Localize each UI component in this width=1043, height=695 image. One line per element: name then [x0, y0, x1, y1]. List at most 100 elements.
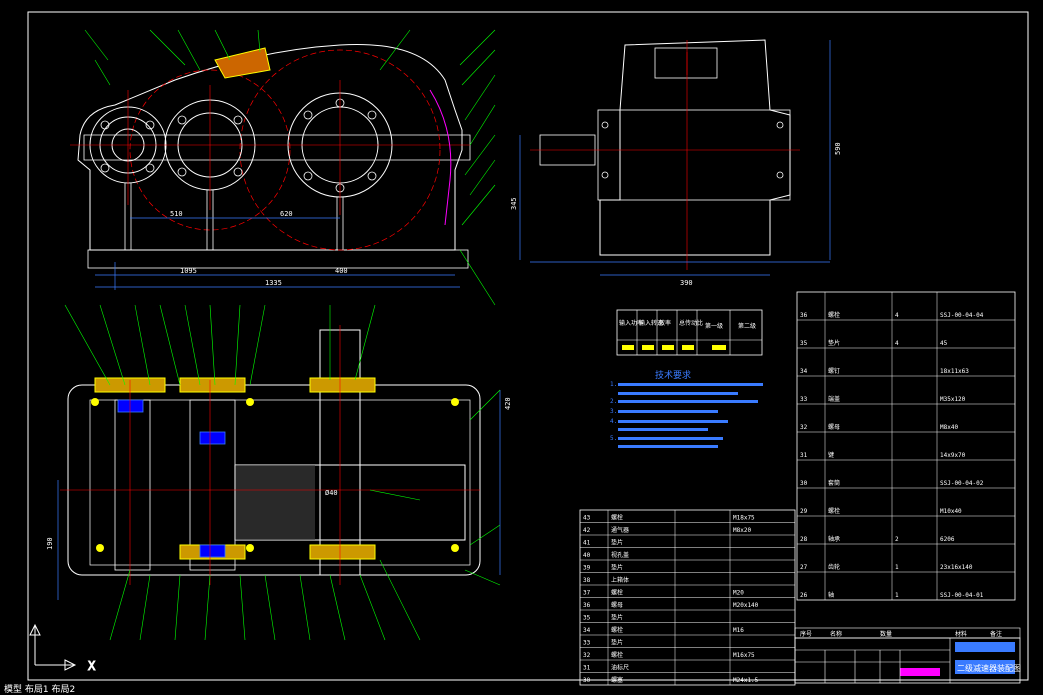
part-right-qty: 2: [895, 536, 899, 543]
part-left-no: 40: [583, 552, 591, 559]
ucs-icon: X: [29, 623, 97, 674]
part-right-std: 18x11x63: [940, 368, 969, 375]
part-right-no: 29: [800, 508, 808, 515]
part-left-name: 垫片: [611, 639, 623, 647]
part-left-name: 垫片: [611, 564, 623, 572]
part-right-name: 齿轮: [828, 563, 840, 571]
part-right-qty: 1: [895, 564, 899, 571]
part-right-name: 端盖: [828, 395, 840, 403]
part-right-no: 31: [800, 452, 808, 459]
part-left-name: 视孔盖: [611, 551, 629, 559]
part-right-std: 45: [940, 340, 948, 347]
part-left-name: 螺栓: [611, 651, 623, 659]
part-left-name: 上箱体: [611, 576, 629, 584]
front-dim-3: 1095: [180, 267, 197, 275]
part-right-std: 14x9x70: [940, 452, 966, 459]
note-4: 4.: [610, 418, 617, 425]
parts-header-no: 序号: [800, 630, 812, 638]
part-left-name: 螺母: [611, 601, 623, 609]
layout-tabs-status[interactable]: 模型 布局1 布局2: [4, 685, 76, 695]
part-left-no: 32: [583, 652, 591, 659]
front-dim-1: 510: [170, 210, 183, 218]
top-dim-2: 190: [46, 537, 54, 550]
part-right-no: 32: [800, 424, 808, 431]
part-left-no: 34: [583, 627, 591, 634]
svg-text:X: X: [88, 659, 96, 673]
part-left-no: 43: [583, 515, 591, 522]
part-right-name: 垫片: [828, 339, 840, 347]
front-dim-4: 1335: [265, 279, 282, 287]
note-5: 5.: [610, 435, 617, 442]
drawing-frame: [27, 11, 1029, 681]
part-left-name: 螺栓: [611, 626, 623, 634]
perf-h1: 输入功率: [619, 319, 643, 327]
part-right-name: 螺母: [828, 423, 840, 431]
shaft-label: Ø40: [325, 489, 338, 497]
part-left-name: 油标尺: [611, 664, 629, 672]
note-3: 3.: [610, 408, 617, 415]
parts-header-material: 材料: [955, 630, 967, 638]
part-left-no: 30: [583, 677, 591, 684]
part-right-qty: 4: [895, 340, 899, 347]
part-left-std: M18x75: [733, 515, 755, 522]
part-left-std: M24x1.5: [733, 677, 759, 684]
part-left-no: 35: [583, 615, 591, 622]
part-right-no: 34: [800, 368, 808, 375]
side-view: 345 590 390: [510, 39, 842, 287]
perf-h4: 总传动比: [679, 319, 703, 327]
part-right-qty: 1: [895, 592, 899, 599]
part-left-std: M8x20: [733, 527, 751, 534]
performance-table: 输入功率 输入转速 效率 总传动比 第一级 第二级: [616, 309, 763, 356]
part-left-no: 42: [583, 527, 591, 534]
part-right-name: 键: [828, 451, 834, 459]
part-left-name: 垫片: [611, 614, 623, 622]
part-right-std: M35x120: [940, 396, 966, 403]
title-block: 二级减速器装配图: [794, 637, 1021, 684]
part-right-std: 23x16x140: [940, 564, 973, 571]
part-right-name: 轴: [828, 591, 834, 599]
part-left-no: 31: [583, 665, 591, 672]
front-view: 510 620 1095 1335 400: [70, 29, 496, 306]
perf-h6: 第二级: [738, 322, 756, 330]
part-left-no: 38: [583, 577, 591, 584]
part-right-no: 36: [800, 312, 808, 319]
parts-list-left: 43 螺栓 M18x75 42 通气器 M8x20 41 垫片 40 视孔盖 39 垫片 38 上箱体 37…: [579, 509, 1021, 686]
part-left-name: 螺栓: [611, 514, 623, 522]
part-left-std: M20x140: [733, 602, 759, 609]
part-left-name: 垫片: [611, 539, 623, 547]
part-right-no: 26: [800, 592, 808, 599]
part-right-std: SSJ-00-04-02: [940, 480, 984, 487]
side-dim-1: 345: [510, 197, 518, 210]
part-right-name: 螺钉: [828, 367, 840, 375]
parts-header-qty: 数量: [880, 630, 892, 638]
note-1: 1.: [610, 381, 617, 388]
part-left-no: 41: [583, 540, 591, 547]
part-right-name: 套筒: [828, 479, 840, 487]
part-left-name: 螺栓: [611, 589, 623, 597]
part-right-name: 螺栓: [828, 507, 840, 515]
part-left-no: 37: [583, 590, 591, 597]
note-2: 2.: [610, 398, 617, 405]
part-right-no: 35: [800, 340, 808, 347]
part-right-qty: 4: [895, 312, 899, 319]
part-left-name: 通气器: [611, 526, 629, 534]
parts-header-note: 备注: [990, 630, 1002, 638]
side-dim-3: 390: [680, 279, 693, 287]
part-right-no: 30: [800, 480, 808, 487]
part-right-no: 27: [800, 564, 808, 571]
part-right-std: 6206: [940, 536, 955, 543]
part-left-std: M16: [733, 627, 744, 634]
perf-h3: 效率: [659, 319, 671, 327]
top-dim-1: 420: [504, 397, 512, 410]
title-block-title: 二级减速器装配图: [957, 663, 1021, 673]
part-right-name: 螺栓: [828, 311, 840, 319]
tech-notes-title: 技术要求: [655, 369, 691, 381]
front-dim-2: 620: [280, 210, 293, 218]
part-right-std: M8x40: [940, 424, 958, 431]
part-right-std: M10x40: [940, 508, 962, 515]
tech-notes: 技术要求 1. 2. 3. 4. 5.: [610, 369, 763, 448]
top-view: 420 190 Ø40: [46, 304, 512, 641]
front-dim-5: 400: [335, 267, 348, 275]
part-left-no: 39: [583, 565, 591, 572]
